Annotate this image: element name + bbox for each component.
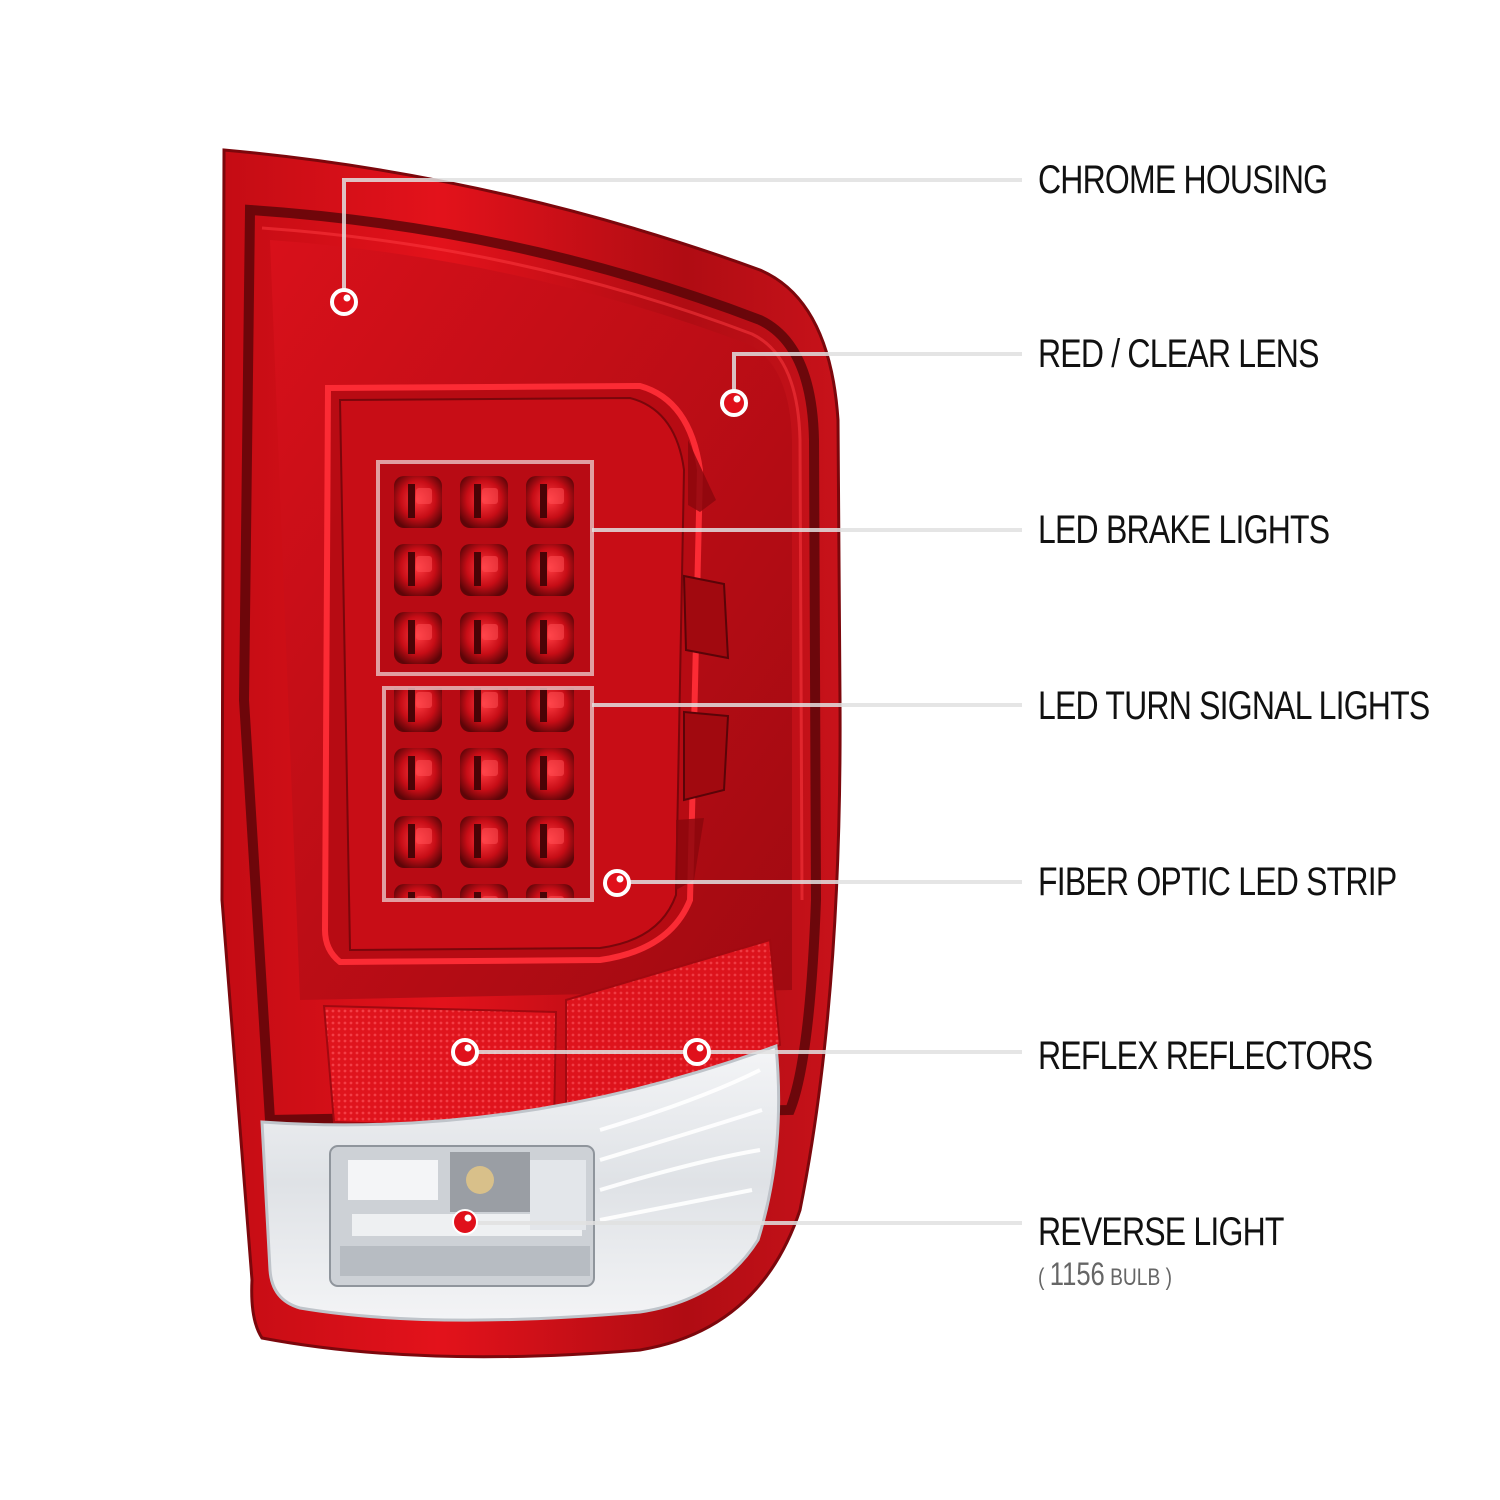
callout-dot-chrome-housing [330,288,358,316]
callout-dots [330,288,748,1235]
leader-lines [342,178,1022,1225]
label-chrome-housing: CHROME HOUSING [1038,158,1328,202]
label-red-clear-lens: RED / CLEAR LENS [1038,332,1319,376]
led-brake-module [378,462,592,674]
callout-dot-reflex-left [451,1038,479,1066]
label-reverse-light-bulb-note: ( 1156 BULB ) [1038,1258,1172,1294]
callout-dot-red-clear-lens [720,389,748,417]
bulb-unit: BULB [1104,1264,1161,1291]
label-reverse-light: REVERSE LIGHT [1038,1210,1284,1254]
callout-dot-reflex-right [683,1038,711,1066]
label-led-brake-lights: LED BRAKE LIGHTS [1038,508,1330,552]
label-fiber-optic-led-strip: FIBER OPTIC LED STRIP [1038,860,1397,904]
callout-dot-reverse-light [452,1209,478,1235]
label-reflex-reflectors: REFLEX REFLECTORS [1038,1034,1373,1078]
bulb-number: 1156 [1049,1256,1105,1292]
label-led-turn-signal-lights: LED TURN SIGNAL LIGHTS [1038,684,1430,728]
reflex-reflector-right [565,938,782,1130]
note-open-paren: ( [1038,1264,1050,1291]
callout-dot-fiber-optic [603,869,631,897]
note-close-paren: ) [1160,1264,1173,1291]
led-turn-module [384,688,592,900]
